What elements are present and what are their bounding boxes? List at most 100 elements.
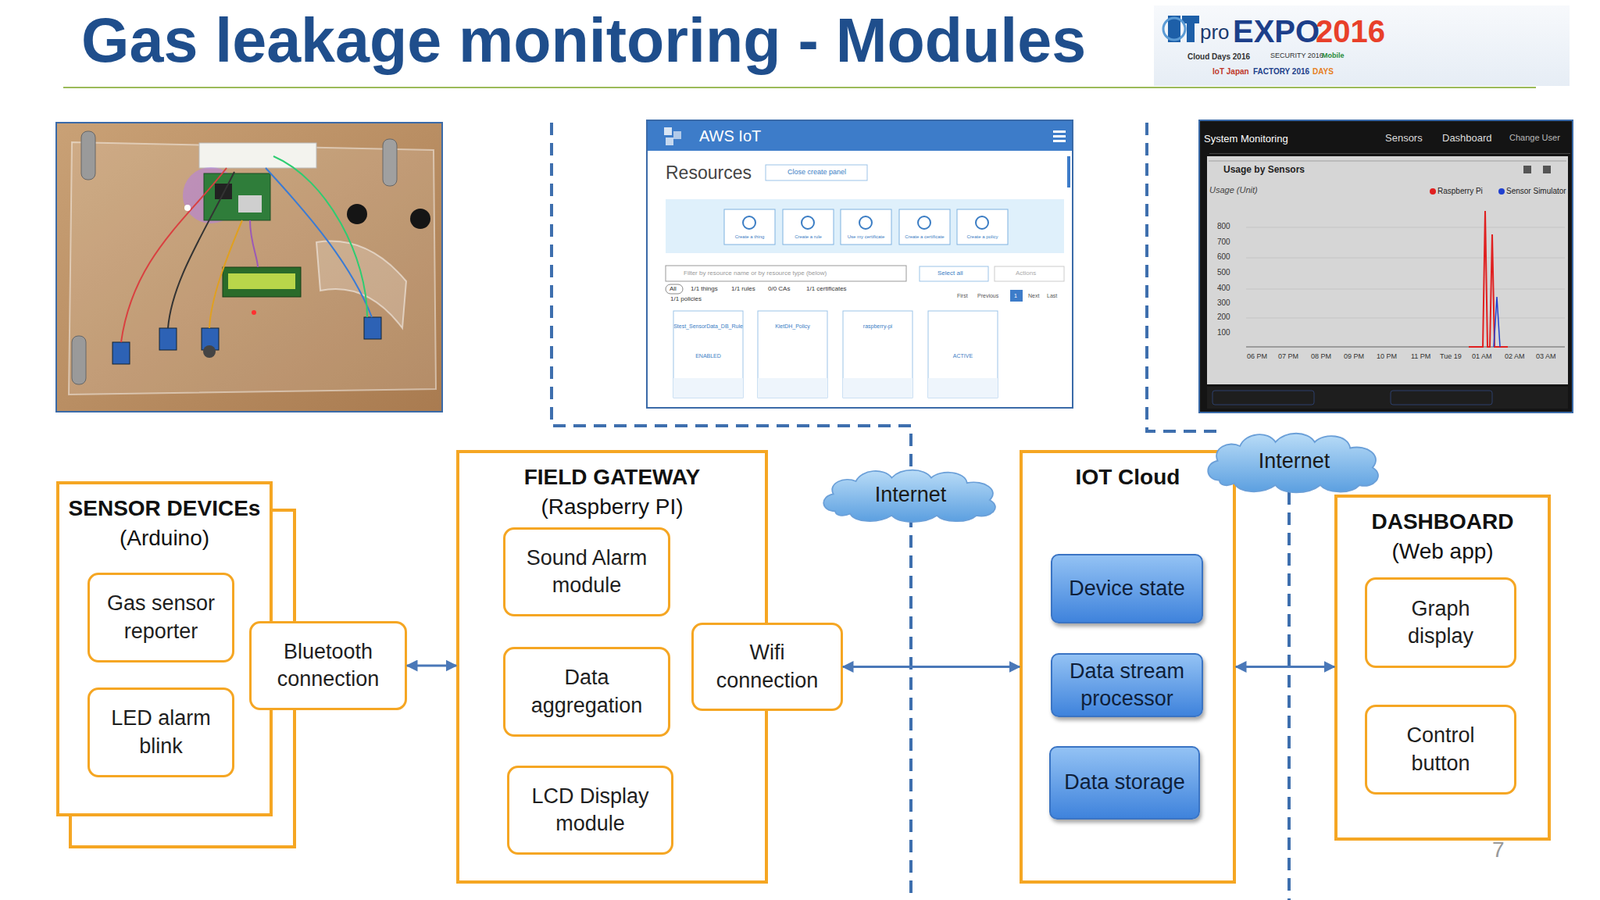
- module-group: SENSOR DEVICEs(Arduino) Gas sensor report…: [56, 481, 273, 817]
- screenshot-text: Usage (Unit): [1209, 185, 1258, 195]
- screenshot-text: FACTORY 2016: [1253, 67, 1310, 76]
- screenshot-text: IoT Japan: [1212, 67, 1250, 76]
- module-box: Wifi connection: [691, 622, 843, 711]
- connector-arrow: [407, 664, 457, 668]
- screenshot-text: Create a rule: [782, 234, 834, 240]
- box-label: Control button: [1378, 721, 1504, 777]
- connector-arrow: [842, 665, 1020, 668]
- screenshot-text: 07 PM: [1278, 353, 1299, 361]
- cloud-service-box: Data stream processor: [1050, 653, 1204, 718]
- screenshot-text: 03 AM: [1535, 353, 1557, 361]
- screenshot-text: 10 PM: [1376, 353, 1397, 361]
- screenshot-text: raspberry-pi: [842, 323, 913, 330]
- screenshot-text: Create a policy: [957, 234, 1008, 240]
- screenshot-text: 200: [1217, 313, 1231, 322]
- screenshot-text: Close create panel: [787, 168, 847, 176]
- screenshot-text: AWS IoT: [699, 128, 761, 144]
- module-box: Bluetooth connection: [249, 621, 408, 711]
- page-number: 7: [1492, 839, 1505, 861]
- screenshot-text: Create a thing: [724, 234, 775, 240]
- screenshot-text: Cloud Days 2016: [1187, 53, 1250, 61]
- screenshot-text: pro: [1200, 21, 1230, 43]
- box-label: Device state: [1068, 575, 1186, 603]
- screenshot-text: Dashboard: [1442, 132, 1493, 143]
- screenshot-text: Tue 19: [1439, 353, 1462, 361]
- group-heading: IOT Cloud: [1022, 462, 1233, 493]
- screenshot-text: System Monitoring: [1203, 133, 1289, 144]
- screenshot-text: Next: [1028, 292, 1040, 299]
- screenshot-text: 1/1 things: [690, 285, 718, 293]
- screenshot-text: 300: [1217, 299, 1231, 308]
- module-group: IOT CloudDevice stateData stream process…: [1019, 450, 1236, 884]
- screenshot-text: 500: [1217, 268, 1231, 277]
- group-subheading: (Arduino): [59, 523, 270, 554]
- screenshot-text: SECURITY 2016: [1270, 52, 1324, 60]
- screenshot-text: 1/1 policies: [670, 296, 702, 303]
- screenshot-text: Resources: [665, 164, 752, 183]
- screenshot-text: 1: [1014, 292, 1018, 299]
- group-subheading: (Web app): [1337, 536, 1548, 567]
- screenshot-text: 2016: [1315, 15, 1386, 47]
- box-label: Gas sensor reporter: [100, 589, 222, 645]
- screenshot-text: EXPO: [1232, 15, 1320, 47]
- connector-arrow: [1235, 665, 1335, 668]
- module-box: Gas sensor reporter: [87, 572, 235, 663]
- screenshot-text: 09 PM: [1343, 353, 1365, 361]
- module-box: LED alarm blink: [87, 687, 235, 778]
- screenshot-text: 02 AM: [1504, 353, 1525, 361]
- screenshot-text: 600: [1217, 253, 1231, 261]
- hardware-photo: [56, 122, 443, 412]
- screenshot-text: Last: [1046, 292, 1058, 299]
- cloud-outline: [823, 470, 996, 522]
- screenshot-text: All: [669, 285, 677, 293]
- box-label: Wifi connection: [704, 639, 830, 694]
- box-label: Data storage: [1064, 768, 1186, 797]
- screenshot-text: 100: [1217, 328, 1231, 337]
- screenshot-text: Use my certificate: [840, 234, 892, 240]
- screenshot-text: Actions: [1015, 270, 1036, 277]
- dashboard-screenshot: [1199, 120, 1573, 413]
- group-subheading: (Raspberry PI): [459, 492, 765, 522]
- internet-cloud: Internet: [1200, 426, 1388, 497]
- module-box: Sound Alarm module: [503, 527, 671, 617]
- cloud-outline: [1207, 433, 1379, 493]
- screenshot-text: Raspberry Pi: [1437, 187, 1483, 196]
- group-heading: FIELD GATEWAY: [459, 462, 765, 493]
- box-label: Data aggregation: [516, 664, 658, 719]
- screenshot-text: KietDH_Policy: [757, 323, 828, 330]
- aws-iot-screenshot: [646, 120, 1073, 408]
- module-box: Data aggregation: [503, 646, 671, 737]
- group-heading: DASHBOARD: [1337, 507, 1548, 537]
- screenshot-text: 0/0 CAs: [767, 285, 790, 293]
- box-label: Internet: [1258, 447, 1331, 475]
- box-label: Sound Alarm module: [516, 544, 658, 600]
- screenshot-text: ACTIVE: [928, 353, 998, 360]
- box-label: Internet: [875, 481, 947, 509]
- screenshot-text: Sensors: [1385, 132, 1423, 143]
- module-box: Graph display: [1364, 577, 1517, 668]
- module-box: Control button: [1364, 704, 1517, 795]
- screenshot-text: 800: [1217, 222, 1231, 231]
- screenshot-text: ENABLED: [673, 353, 743, 360]
- screenshot-text: 700: [1217, 238, 1231, 247]
- screenshot-text: Create a certificate: [899, 234, 950, 240]
- module-group: DASHBOARD(Web app) Graph displayControl b…: [1334, 494, 1551, 841]
- box-label: LED alarm blink: [100, 704, 222, 760]
- screenshot-text: 08 PM: [1310, 353, 1332, 361]
- screenshot-text: 400: [1217, 284, 1231, 293]
- title-rule: [63, 86, 1536, 89]
- box-label: Graph display: [1378, 595, 1504, 650]
- screenshot-text: Filter by resource name or by resource t…: [683, 270, 827, 277]
- box-label: Data stream processor: [1063, 657, 1191, 713]
- screenshot-text: Stest_SensorData_DB_Rule: [673, 323, 743, 330]
- screenshot-text: DAYS: [1312, 67, 1334, 76]
- internet-cloud: Internet: [816, 464, 1005, 526]
- screenshot-text: Mobile: [1321, 52, 1345, 60]
- screenshot-text: Sensor Simulator: [1506, 187, 1567, 196]
- screenshot-text: 1/1 certificates: [806, 285, 847, 293]
- screenshot-text: Select all: [937, 270, 963, 277]
- group-heading: SENSOR DEVICEs: [59, 493, 270, 524]
- box-label: LCD Display module: [520, 782, 661, 838]
